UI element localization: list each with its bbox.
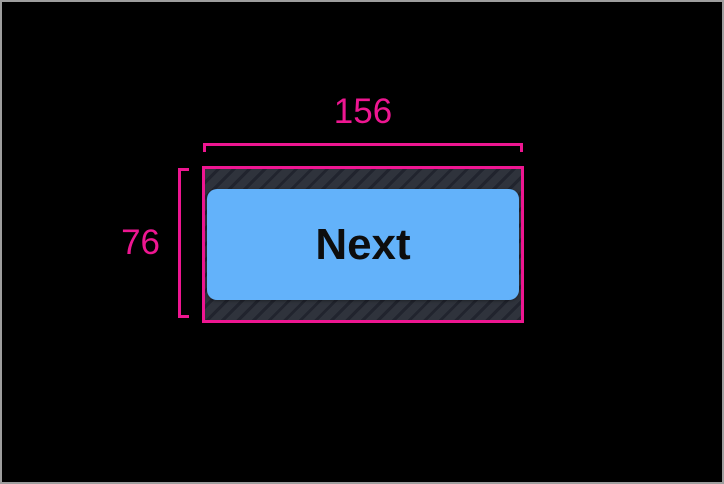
width-measurement-bracket xyxy=(203,143,523,152)
width-dimension-label: 156 xyxy=(333,92,393,131)
height-measurement-bracket xyxy=(178,168,189,318)
padding-hatch-region: Next xyxy=(205,169,521,320)
height-dimension-label: 76 xyxy=(121,223,160,262)
next-button[interactable]: Next xyxy=(207,189,519,300)
selection-bounds-box: Next xyxy=(202,166,524,323)
